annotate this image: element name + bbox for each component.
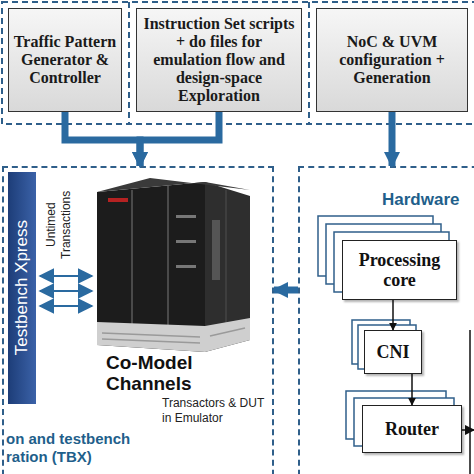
testbench-bar: Testbench Xpress (8, 172, 36, 404)
dashed-group-border (2, 2, 474, 124)
node-text: Processing core (345, 250, 454, 290)
node-text: NoC & UVM configuration + Generation (321, 33, 463, 87)
transaction-arrow (40, 275, 92, 277)
node-text: Router (385, 419, 439, 439)
flow-arrow (389, 112, 396, 166)
signal-arrow (411, 374, 413, 405)
generator-box: Traffic Pattern Generator & Controller (8, 8, 122, 112)
node-text: Traffic Pattern Generator & Controller (13, 33, 117, 87)
emulator-slot (176, 215, 196, 218)
emulator-top (97, 178, 250, 192)
node-text: Instruction Set scripts + do files for e… (141, 15, 297, 105)
router-box: Router (362, 405, 462, 453)
channel-label: Untimed Transactions (44, 178, 80, 272)
emulator-vent (102, 333, 200, 337)
signal-arrow (392, 300, 394, 330)
transaction-arrow (40, 290, 92, 292)
node-text: on and testbench ration (TBX) (6, 430, 156, 466)
flow-arrow (274, 287, 298, 294)
emulator-vent (210, 328, 245, 336)
emulator-panel-line (167, 186, 169, 349)
cni-box: CNI (364, 330, 422, 374)
hardware-region: HardwareProcessing coreCNI Router (298, 166, 474, 474)
router-output-wire (462, 429, 474, 431)
node-text: Testbench Xpress (12, 220, 32, 355)
emulator-slot (176, 265, 196, 268)
dashed-separator (308, 2, 310, 124)
emulator-slot (176, 240, 196, 243)
emulator-note: Transactors & DUT in Emulator (162, 396, 272, 426)
emulator-panel-line (131, 190, 133, 346)
flow-arrow (140, 112, 219, 166)
dashed-separator (128, 2, 130, 124)
processing-core-box: Processing core (342, 240, 457, 300)
flow-arrow (65, 112, 140, 166)
node-text: CNI (376, 342, 409, 362)
network-wire (469, 330, 471, 474)
emulator-logo (108, 198, 128, 202)
scripts-box: Instruction Set scripts + do files for e… (136, 8, 302, 112)
configuration-box: NoC & UVM configuration + Generation (316, 8, 468, 112)
transaction-arrow (40, 305, 92, 307)
emulator-base (97, 318, 250, 352)
channel-title: Co-Model Channels (106, 352, 256, 394)
emulation-region: on and testbench ration (TBX) Testbench X… (2, 166, 274, 474)
node-text: Hardware (382, 190, 459, 210)
emulator-slot (212, 220, 220, 280)
emulator-vent (102, 339, 200, 343)
